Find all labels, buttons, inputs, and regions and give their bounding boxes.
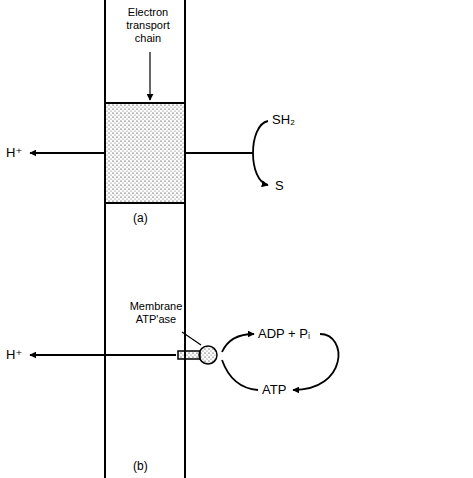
oxidation-arrow [253,121,268,185]
callout-label: Electron transport chain [115,6,181,45]
atpase-head [199,346,217,364]
proton-arrow [30,152,105,154]
product-label: ADP + Pᵢ [258,326,310,341]
membrane-line [184,0,186,478]
ion-label: H⁺ [6,347,22,362]
callout-label: Membrane ATP'ase [118,300,194,326]
cycle-arrow [222,334,254,352]
leader-line [182,332,201,345]
substrate-label: ATP [262,382,286,397]
panel-label: (b) [133,459,148,474]
proton-arrow [30,354,176,356]
cycle-arrow [222,360,258,390]
substrate-label: SH₂ [272,112,295,127]
product-label: S [275,178,284,193]
membrane-line [104,0,106,478]
coupling-line [185,152,253,154]
electron-transport-block [105,103,185,203]
leader-arrow [149,52,150,100]
ion-label: H⁺ [6,145,22,160]
atpase-stalk [178,351,200,359]
cycle-arrow [293,334,338,390]
panel-label: (a) [133,211,148,226]
